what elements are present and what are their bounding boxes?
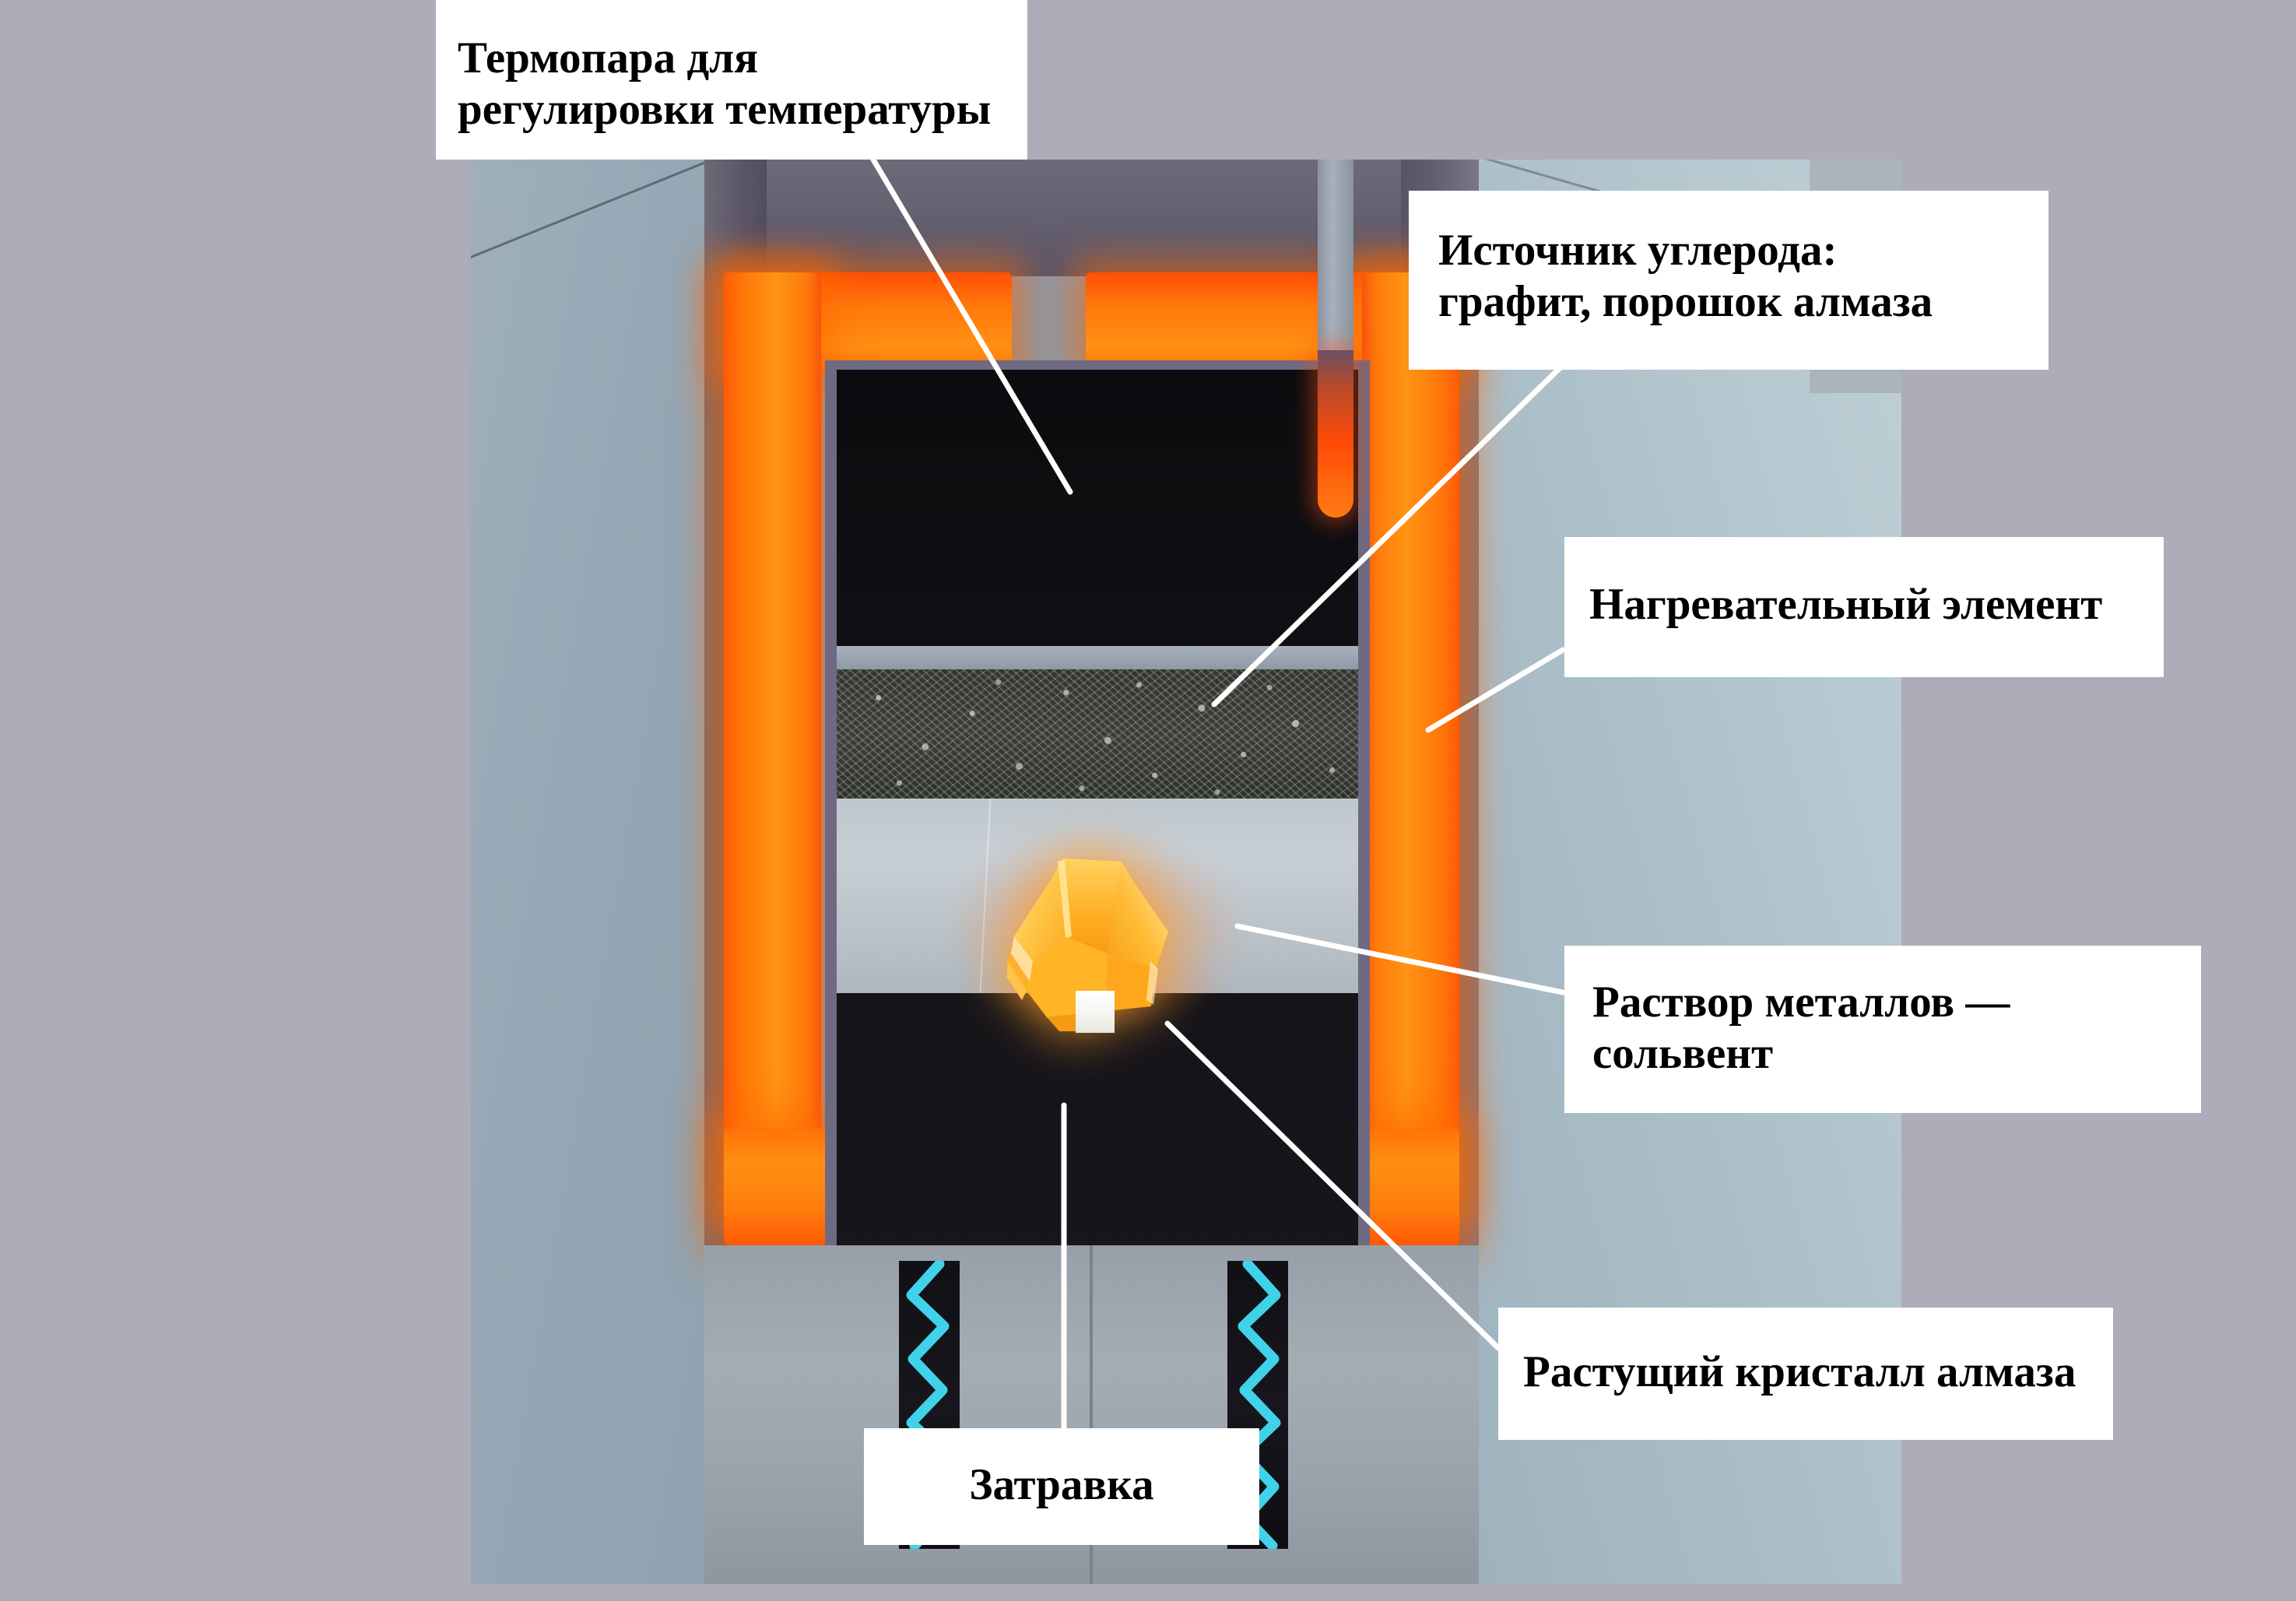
- label-thermocouple-line1: Термопара для: [458, 33, 759, 83]
- label-carbon-source-line1: Источник углерода:: [1438, 226, 1838, 275]
- label-growing-crystal: Растущий кристалл алмаза: [1498, 1308, 2113, 1440]
- label-carbon-source: Источник углерода: графит, порошок алмаз…: [1409, 191, 2048, 370]
- press-body-left-panel: [471, 160, 728, 1584]
- thermocouple-shaft: [1318, 160, 1353, 385]
- apparatus-photo: [471, 160, 1901, 1584]
- label-solvent-line2: сольвент: [1592, 1029, 1774, 1079]
- separator-plate: [837, 646, 1358, 669]
- carbon-source-layer: [837, 669, 1358, 799]
- label-seed: Затравка: [864, 1428, 1259, 1545]
- label-carbon-source-line2: графит, порошок алмаза: [1438, 277, 1933, 327]
- label-solvent: Раствор металлов — сольвент: [1564, 946, 2201, 1113]
- thermocouple-hot-tip: [1318, 350, 1353, 518]
- label-thermocouple: Термопара для регулировки температуры: [436, 0, 1027, 160]
- label-solvent-line1: Раствор металлов —: [1592, 978, 2010, 1027]
- label-heating-element-line1: Нагревательный элемент: [1589, 580, 2103, 629]
- diamond-seed-crystal: [1076, 991, 1115, 1033]
- label-growing-crystal-line1: Растущий кристалл алмаза: [1523, 1347, 2077, 1396]
- base-center-seam: [1090, 1245, 1093, 1584]
- label-seed-line1: Затравка: [969, 1460, 1154, 1509]
- label-heating-element: Нагревательный элемент: [1564, 537, 2164, 677]
- heating-element-right-leg: [1362, 272, 1459, 1210]
- heating-element-left-leg: [724, 272, 821, 1210]
- label-thermocouple-line2: регулировки температуры: [458, 85, 992, 135]
